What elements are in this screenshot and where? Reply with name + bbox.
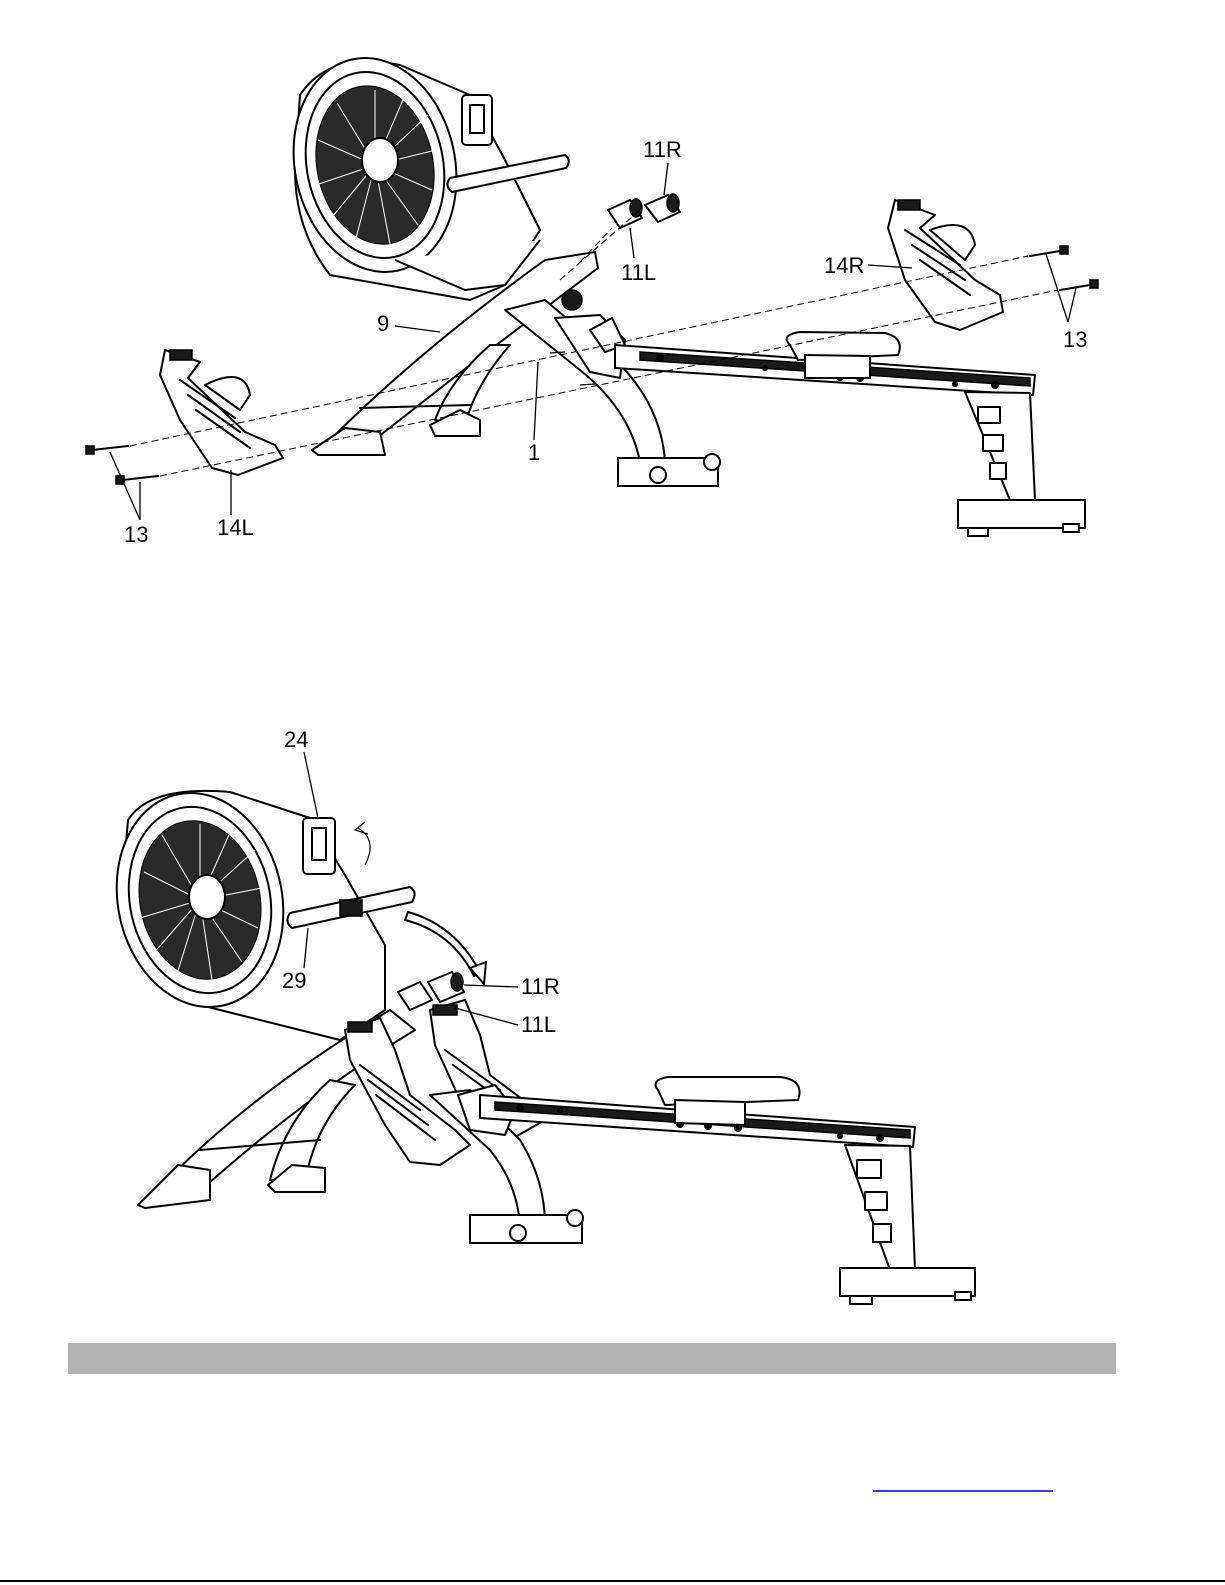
callout-11l-top: 11L	[621, 262, 656, 284]
flywheel-housing	[97, 777, 414, 1040]
main-frame	[430, 1077, 975, 1304]
page-bottom-rule	[0, 1580, 1225, 1582]
hyperlink-underline[interactable]	[873, 1490, 1053, 1492]
callout-11l-bottom: 11L	[521, 1014, 556, 1036]
pedal-pivot-11R	[428, 972, 464, 1002]
folding-arrow	[405, 912, 486, 984]
callout-14l: 14L	[217, 517, 254, 539]
callout-11r-top: 11R	[643, 139, 682, 161]
pedal-pivot-11L	[398, 982, 432, 1010]
assembled-folding-figure	[0, 700, 1225, 1340]
callout-14r: 14R	[824, 255, 864, 277]
callout-1: 1	[528, 442, 540, 464]
bolts-13-right	[1030, 246, 1098, 290]
rotation-arrow-small	[355, 822, 370, 865]
callout-13-left: 13	[124, 524, 148, 546]
left-pedal-14L	[160, 350, 283, 475]
callout-11r-bottom: 11R	[521, 976, 560, 998]
callout-9: 9	[377, 313, 389, 335]
callout-29: 29	[282, 970, 306, 992]
pedal-pivot-11R	[645, 194, 680, 222]
pedal-pivot-11L	[608, 199, 642, 228]
section-header-band	[68, 1343, 1116, 1374]
main-frame-part-1	[505, 290, 1085, 536]
exploded-assembly-figure	[0, 0, 1225, 600]
flywheel-housing	[274, 43, 568, 300]
callout-13-right: 13	[1063, 329, 1087, 351]
callout-24: 24	[284, 729, 308, 751]
